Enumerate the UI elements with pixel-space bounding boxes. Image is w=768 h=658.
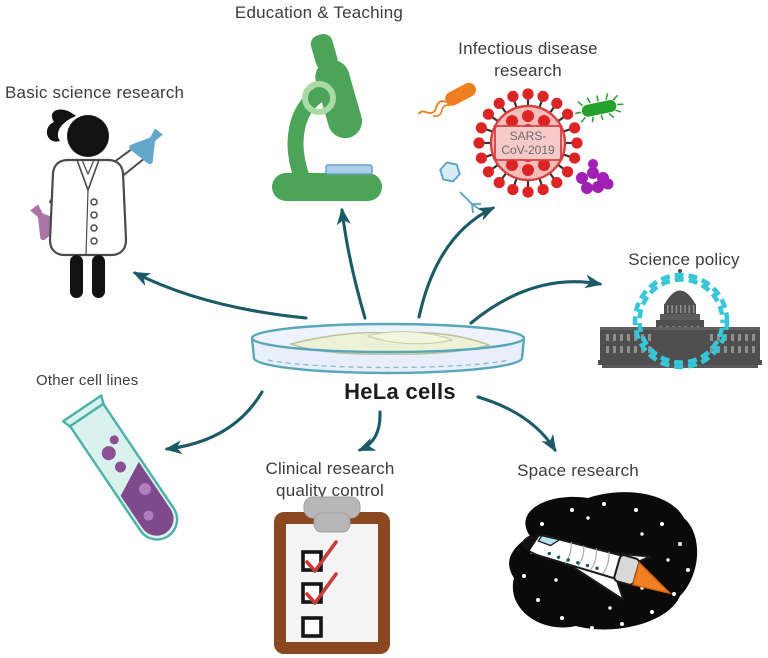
space-shuttle-icon xyxy=(492,484,707,656)
label-clinical-research: Clinical research quality control xyxy=(265,459,395,500)
head xyxy=(67,115,109,157)
bacteriophage-icon xyxy=(439,161,481,214)
purple-liquid xyxy=(120,461,174,536)
arrow-to-education xyxy=(336,207,367,320)
stars xyxy=(522,502,690,630)
cockpit-window xyxy=(537,535,562,547)
clipboard-icon xyxy=(266,492,398,658)
purple-cocci-icon xyxy=(576,159,614,194)
capitol-building xyxy=(598,269,762,368)
blue-flask-icon xyxy=(129,128,163,165)
capitol-dna-icon xyxy=(598,264,762,376)
arrow-to-clinical xyxy=(357,410,382,452)
virus-label-line2: CoV-2019 xyxy=(501,143,555,157)
label-education-teaching: Education & Teaching xyxy=(234,3,404,22)
shuttle xyxy=(522,534,673,601)
label-basic-science: Basic science research xyxy=(5,83,185,102)
check-marks xyxy=(305,540,338,605)
ponytail xyxy=(46,109,76,142)
label-infectious-disease: Infectious disease research xyxy=(458,39,598,80)
virus-label-line1: SARS- xyxy=(510,129,547,143)
arrow-to-infectious xyxy=(417,206,496,319)
petri-dish-icon xyxy=(246,322,531,380)
dna-circle-icon xyxy=(632,272,730,370)
orange-bacterium-icon xyxy=(417,82,476,118)
microscope-icon xyxy=(262,30,397,205)
scientist-icon xyxy=(18,102,178,302)
label-space-research: Space research xyxy=(517,461,639,480)
virus-body: SARS- CoV-2019 xyxy=(473,88,583,198)
label-other-cell-lines: Other cell lines xyxy=(36,372,139,389)
label-science-policy: Science policy xyxy=(628,250,740,269)
green-bacterium-icon xyxy=(574,93,624,123)
arrow-to-other-cell-lines xyxy=(164,390,264,455)
label-hela-cells: HeLa cells xyxy=(344,379,456,404)
flame xyxy=(632,561,673,595)
sars-cov-2-virus-icon: SARS- CoV-2019 xyxy=(417,82,624,214)
test-tube-icon xyxy=(44,394,179,569)
arrow-to-policy xyxy=(469,274,603,325)
